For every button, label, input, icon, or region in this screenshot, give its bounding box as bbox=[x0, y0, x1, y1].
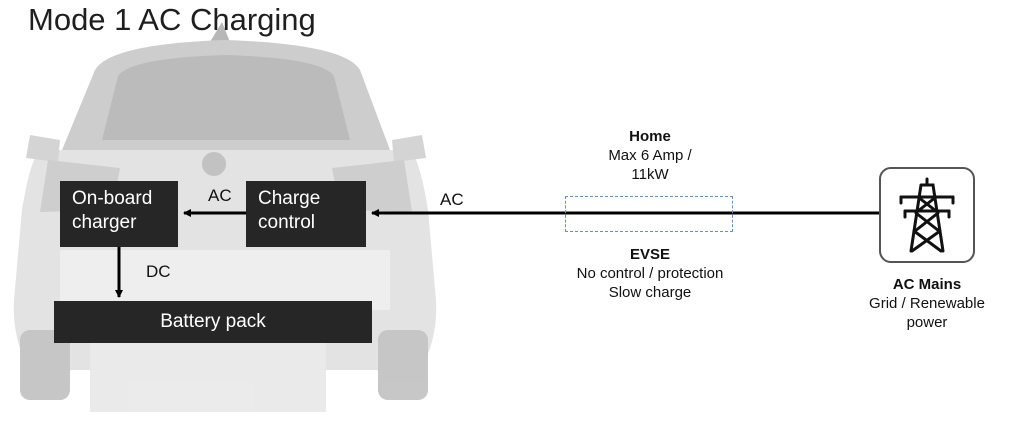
home-label-group: Home Max 6 Amp / 11kW bbox=[575, 127, 725, 184]
battery-pack-box: Battery pack bbox=[54, 301, 372, 343]
power-tower-icon bbox=[879, 167, 975, 263]
mains-label-group: AC Mains Grid / Renewable power bbox=[840, 275, 1014, 332]
charge-control-line1: Charge bbox=[258, 188, 321, 209]
cable-ac-label: AC bbox=[440, 190, 464, 209]
evse-label-group: EVSE No control / protection Slow charge bbox=[545, 245, 755, 302]
onboard-charger-line1: On-board bbox=[72, 188, 153, 209]
mains-title: AC Mains bbox=[892, 276, 962, 293]
charge-control-line2: control bbox=[258, 212, 316, 233]
internal-ac-label: AC bbox=[208, 186, 232, 205]
evse-box bbox=[565, 196, 733, 232]
home-line1: Max 6 Amp / bbox=[608, 147, 692, 164]
home-line2: 11kW bbox=[631, 166, 669, 183]
onboard-charger-line2: charger bbox=[72, 212, 137, 233]
diagram-title: Mode 1 AC Charging bbox=[28, 2, 316, 37]
evse-line2: Slow charge bbox=[608, 284, 692, 301]
charge-control-box: Charge control bbox=[246, 181, 366, 247]
mains-line1: Grid / Renewable bbox=[869, 295, 985, 312]
dc-label: DC bbox=[146, 262, 171, 281]
home-title: Home bbox=[629, 128, 671, 145]
evse-line1: No control / protection bbox=[576, 265, 724, 282]
mains-line2: power bbox=[906, 314, 948, 331]
evse-title: EVSE bbox=[629, 246, 671, 263]
onboard-charger-box: On-board charger bbox=[60, 181, 178, 247]
